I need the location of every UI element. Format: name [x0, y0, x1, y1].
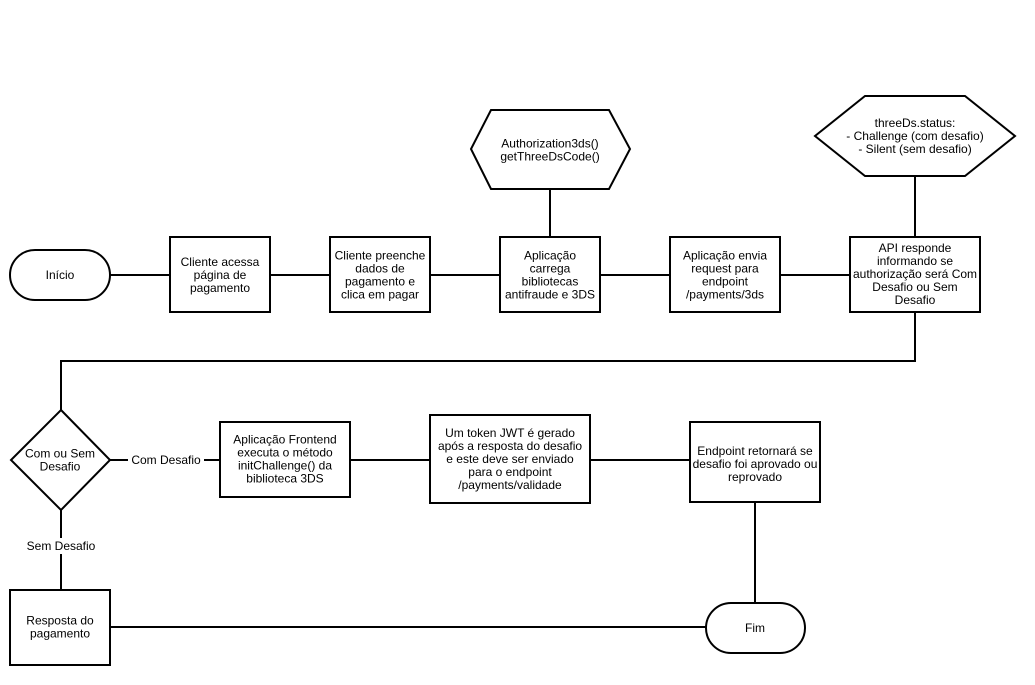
node-label-line: reprovado [728, 470, 782, 484]
node-label-line: Cliente acessa [181, 255, 260, 269]
node-label-line: antifraude e 3DS [505, 288, 595, 302]
node-label-line: - Challenge (com desafio) [846, 129, 983, 143]
node-inicio-text: Início [46, 268, 75, 282]
node-auth3ds: Authorization3ds()getThreeDsCode() [469, 109, 632, 190]
node-label-line: Cliente preenche [335, 249, 426, 263]
node-auth3ds-text: Authorization3ds()getThreeDsCode() [500, 137, 599, 164]
node-label-line: biblioteca 3DS [246, 472, 323, 486]
node-threeds-status-text: threeDs.status:- Challenge (com desafio)… [846, 116, 983, 156]
node-label-line: Fim [745, 621, 765, 635]
node-inicio: Início [9, 249, 111, 301]
node-label-line: Endpoint retornará se [697, 444, 813, 458]
node-label-line: Desafio ou Sem [872, 280, 957, 294]
edge-label-com-desafio: Com Desafio [128, 452, 204, 468]
edge-label-sem-desafio-text: Sem Desafio [27, 539, 96, 553]
edge-api-decisao [60, 312, 916, 410]
node-threeds-status: threeDs.status:- Challenge (com desafio)… [813, 95, 1017, 177]
node-label-line: - Silent (sem desafio) [858, 142, 971, 156]
node-label-line: pagamento [30, 627, 90, 641]
node-label-line: executa o método [237, 446, 333, 460]
node-label-line: bibliotecas [522, 275, 579, 289]
node-label-line: e este deve ser enviado [446, 452, 574, 466]
node-label-line: /payments/validade [458, 478, 562, 492]
node-label-line: Início [46, 268, 75, 282]
node-label-line: Aplicação [524, 249, 576, 263]
node-label-line: para o endpoint [468, 465, 552, 479]
node-label-line: threeDs.status: [875, 116, 956, 130]
node-label-line: dados de [355, 262, 405, 276]
edge-label-sem-desafio: Sem Desafio [22, 538, 100, 554]
node-label-line: initChallenge() da [238, 459, 332, 473]
node-label-line: pagamento [190, 281, 250, 295]
node-label-line: Aplicação envia [683, 249, 767, 263]
node-label-line: Resposta do [26, 614, 94, 628]
node-label-line: clica em pagar [341, 288, 419, 302]
node-label-line: após a resposta do desafio [438, 439, 582, 453]
node-label-line: Desafio [40, 460, 81, 474]
node-label-line: API responde [879, 241, 952, 255]
node-label-line: getThreeDsCode() [500, 150, 599, 164]
node-label-line: desafio foi aprovado ou [693, 457, 818, 471]
node-label-line: Desafio [895, 293, 936, 307]
edge-label-com-desafio-text: Com Desafio [131, 453, 201, 467]
node-label-line: pagamento e [345, 275, 415, 289]
node-label-line: Com ou Sem [25, 447, 95, 461]
node-label-line: endpoint [702, 275, 749, 289]
node-label-line: Aplicação Frontend [233, 433, 336, 447]
node-label-line: Authorization3ds() [501, 137, 598, 151]
node-label-line: /payments/3ds [686, 288, 764, 302]
node-label-line: carrega [530, 262, 571, 276]
node-label-line: request para [691, 262, 759, 276]
node-fim: Fim [705, 602, 806, 654]
node-label-line: authorização será Com [853, 267, 977, 281]
node-label-line: informando se [877, 254, 953, 268]
node-label-line: página de [194, 268, 247, 282]
node-fim-text: Fim [745, 621, 765, 635]
node-label-line: Um token JWT é gerado [445, 426, 575, 440]
